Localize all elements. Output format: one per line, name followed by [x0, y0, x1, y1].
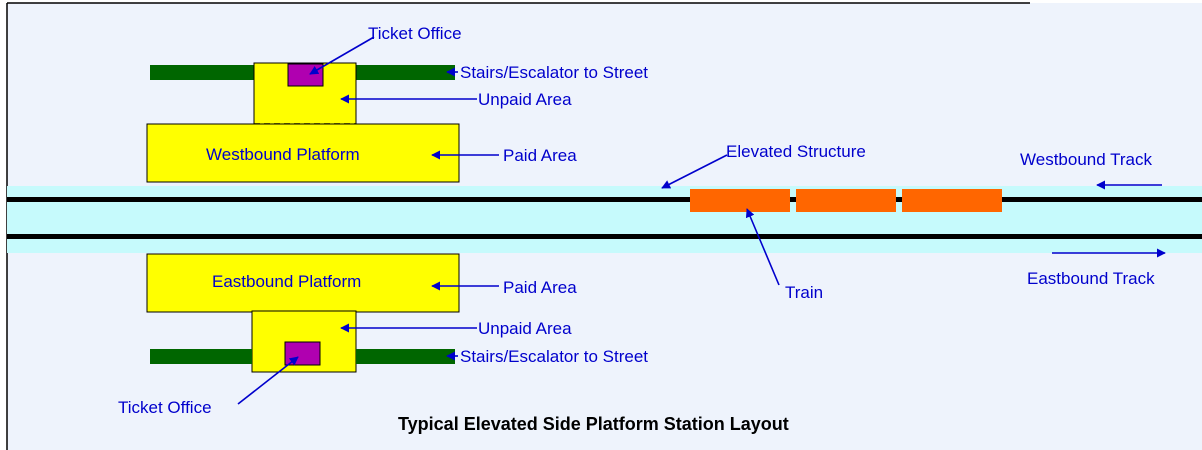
train-car-3: [902, 189, 1002, 212]
ticket-office-bottom: [284, 341, 321, 366]
stairs-top-right: [356, 65, 455, 80]
eastbound-track-line: [7, 234, 1202, 239]
label-eastbound-platform: Eastbound Platform: [212, 272, 361, 291]
eastbound-platform: [146, 253, 460, 313]
label-ticket-office-top: Ticket Office: [368, 24, 462, 43]
stairs-bottom-right: [356, 349, 455, 364]
label-westbound-track: Westbound Track: [1020, 150, 1152, 169]
westbound-platform: [146, 123, 460, 183]
label-train: Train: [785, 283, 823, 302]
label-paid-bottom: Paid Area: [503, 278, 577, 297]
arrow-ticket-office-top: [309, 36, 375, 75]
train-car-1: [690, 189, 790, 212]
label-elevated-structure: Elevated Structure: [726, 142, 866, 161]
label-eastbound-track: Eastbound Track: [1027, 269, 1155, 288]
arrow-train: [745, 208, 780, 286]
ticket-office-top: [287, 63, 324, 87]
callout-arrows: [237, 36, 1166, 405]
stairs-top-left: [150, 65, 254, 80]
label-paid-top: Paid Area: [503, 146, 577, 165]
label-unpaid-bottom: Unpaid Area: [478, 319, 572, 338]
label-ticket-office-bottom: Ticket Office: [118, 398, 212, 417]
diagram-caption: Typical Elevated Side Platform Station L…: [398, 414, 789, 434]
label-unpaid-top: Unpaid Area: [478, 90, 572, 109]
arrow-elevated-structure: [661, 154, 728, 189]
stairs-bottom-left: [150, 349, 252, 364]
label-stairs-top: Stairs/Escalator to Street: [460, 63, 648, 82]
label-westbound-platform: Westbound Platform: [206, 145, 360, 164]
label-stairs-bottom: Stairs/Escalator to Street: [460, 347, 648, 366]
arrow-ticket-office-bottom: [237, 356, 299, 405]
train-car-2: [796, 189, 896, 212]
elevated-structure-band: [7, 186, 1202, 253]
westbound-track-line: [7, 197, 1202, 202]
